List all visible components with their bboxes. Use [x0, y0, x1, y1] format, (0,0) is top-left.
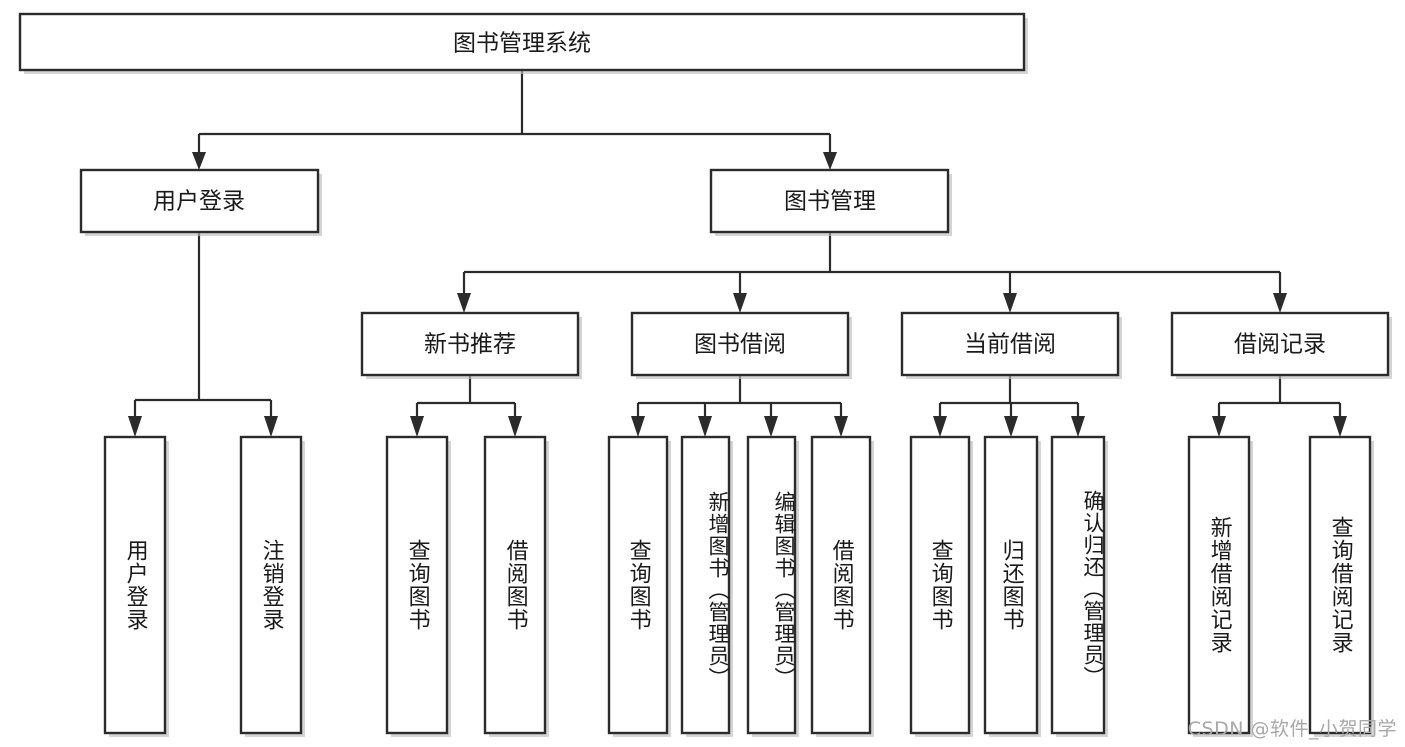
arrowhead-to-book-mgmt	[823, 152, 837, 170]
connector-layer	[128, 70, 1347, 437]
root-label: 图书管理系统	[453, 31, 591, 57]
arrowhead-to-book-borrow	[733, 293, 747, 313]
root-box[interactable]	[18, 12, 1026, 72]
arrowhead-newbook-leaf-1	[410, 416, 424, 437]
arrowhead-to-leaf-logout	[264, 416, 278, 437]
connector-currentborrow-bus	[938, 375, 1080, 419]
leaf-box-return-book[interactable]	[983, 435, 1039, 735]
user-login-box[interactable]	[79, 168, 320, 234]
arrowhead-to-borrow-record	[1273, 293, 1287, 313]
arrowhead-to-current-borrow	[1003, 293, 1017, 313]
arrowhead-bookborrow-leaf-4	[834, 416, 848, 437]
new-book-recommend-label: 新书推荐	[424, 332, 516, 358]
leaf-box-add-book-admin[interactable]	[680, 435, 731, 735]
node-root[interactable]: 图书管理系统	[18, 12, 1028, 74]
arrowhead-to-new-book-rec	[457, 293, 471, 313]
arrowhead-to-leaf-user-login	[128, 416, 142, 437]
node-book-management[interactable]: 图书管理	[709, 168, 952, 236]
leaf-box-query-book-rec[interactable]	[385, 435, 449, 735]
arrowhead-borrowrecord-leaf-2	[1333, 416, 1347, 437]
leaf-box-query-book-current[interactable]	[909, 435, 971, 735]
book-management-label: 图书管理	[784, 189, 876, 215]
arrowhead-newbook-leaf-2	[508, 416, 522, 437]
leaf-box-borrow-book[interactable]	[810, 435, 872, 735]
leaf-box-edit-book-admin[interactable]	[746, 435, 797, 735]
arrowhead-bookborrow-leaf-2	[698, 416, 712, 437]
leaf-box-logout[interactable]	[239, 435, 303, 735]
borrow-record-box[interactable]	[1170, 311, 1390, 377]
arrowhead-bookborrow-leaf-1	[631, 416, 645, 437]
user-login-label: 用户登录	[153, 189, 245, 215]
arrowhead-borrowrecord-leaf-1	[1212, 416, 1226, 437]
connector-bookborrow-bus	[636, 375, 843, 419]
node-new-book-recommend[interactable]: 新书推荐	[360, 311, 582, 379]
node-book-borrow[interactable]: 图书借阅	[630, 311, 852, 379]
book-borrow-box[interactable]	[630, 311, 850, 377]
leaf-box-query-book-borrow[interactable]	[607, 435, 669, 735]
leaf-box-borrow-book-rec[interactable]	[483, 435, 547, 735]
arrowhead-currentborrow-leaf-1	[933, 416, 947, 437]
book-borrow-label: 图书借阅	[694, 332, 786, 358]
arrowhead-bookborrow-leaf-3	[764, 416, 778, 437]
leaf-box-layer	[103, 435, 1374, 737]
current-borrow-label: 当前借阅	[964, 332, 1056, 358]
node-current-borrow[interactable]: 当前借阅	[900, 311, 1122, 379]
arrowhead-currentborrow-leaf-3	[1071, 416, 1085, 437]
arrowhead-currentborrow-leaf-2	[1004, 416, 1018, 437]
new-book-recommend-box[interactable]	[360, 311, 580, 377]
connector-root-bus	[197, 70, 832, 155]
connector-borrowrecord-bus	[1217, 375, 1342, 419]
book-management-box[interactable]	[709, 168, 950, 234]
watermark-text: CSDN @软件_小贺同学	[1187, 718, 1397, 740]
arrowhead-to-user-login	[192, 152, 206, 170]
borrow-record-label: 借阅记录	[1234, 332, 1326, 358]
connector-userlogin-bus	[133, 232, 273, 419]
leaf-box-add-borrow-record[interactable]	[1187, 435, 1251, 735]
current-borrow-box[interactable]	[900, 311, 1120, 377]
connector-newbook-bus	[415, 375, 517, 419]
leaf-box-user-login[interactable]	[103, 435, 167, 735]
node-borrow-record[interactable]: 借阅记录	[1170, 311, 1392, 379]
connector-bookmgmt-bus	[462, 232, 1282, 296]
leaf-box-confirm-return-admin[interactable]	[1050, 435, 1106, 735]
node-user-login[interactable]: 用户登录	[79, 168, 322, 236]
leaf-box-query-borrow-record[interactable]	[1308, 435, 1372, 735]
